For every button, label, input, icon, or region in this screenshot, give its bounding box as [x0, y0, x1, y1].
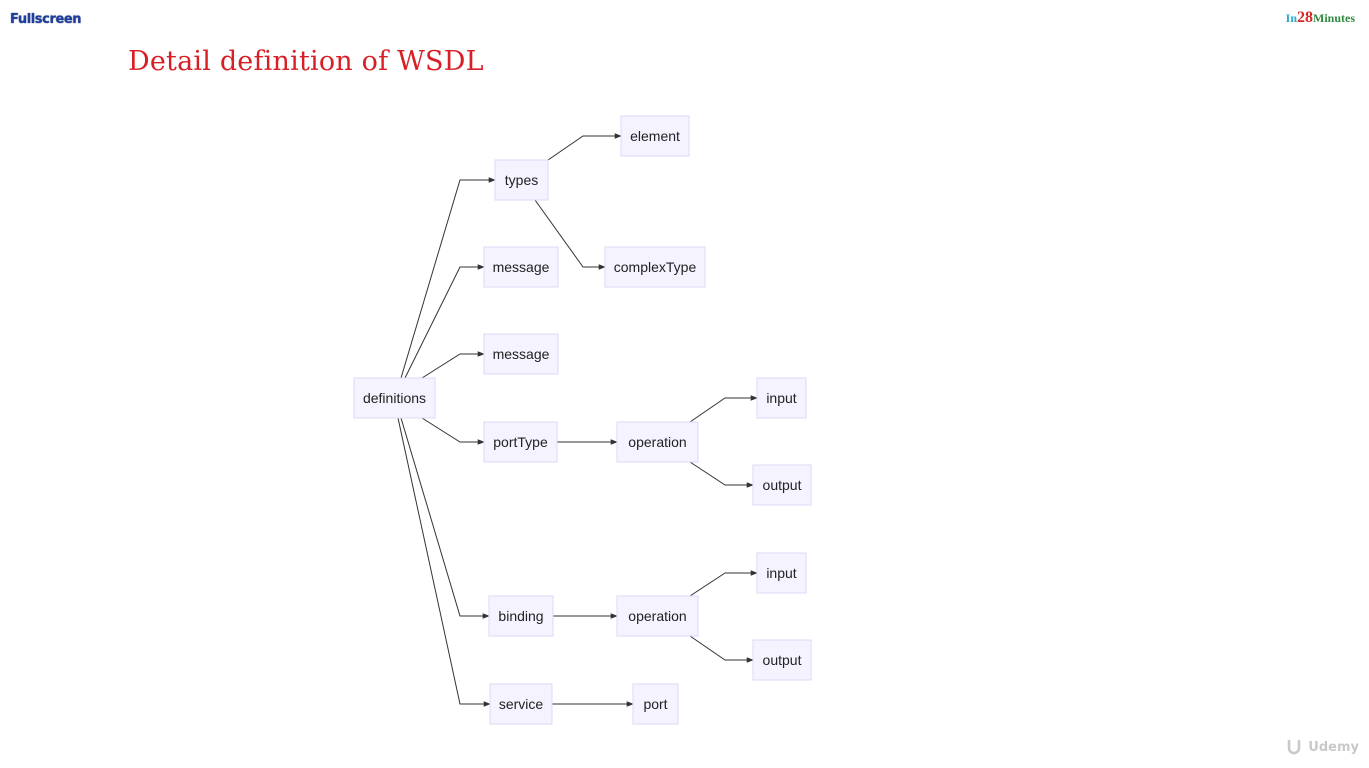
edge-types-to-element [547, 133, 622, 161]
edge-definitions-to-portType [421, 417, 485, 445]
node-box [483, 246, 559, 288]
diagram-edges [397, 133, 758, 707]
node-port: port [632, 683, 679, 725]
slide-title: Detail definition of WSDL [128, 46, 484, 77]
udemy-watermark: Udemy [1285, 738, 1359, 756]
node-operation2: operation [616, 595, 699, 637]
node-box [752, 464, 812, 506]
node-box [483, 421, 558, 463]
udemy-logo-icon [1287, 739, 1301, 755]
edge-definitions-to-message1 [404, 264, 485, 379]
fullscreen-button[interactable]: Fullscreen [10, 12, 82, 27]
node-definitions: definitions [353, 377, 436, 419]
node-label: message [493, 346, 550, 362]
node-label: complexType [614, 259, 697, 275]
node-label: input [766, 565, 796, 581]
node-box [620, 115, 690, 157]
brand-logo: In28Minutes [1286, 9, 1355, 27]
node-label: message [493, 259, 550, 275]
node-input2: input [756, 552, 807, 594]
brand-logo-prefix: In [1285, 11, 1297, 25]
node-box [604, 246, 706, 288]
node-box [616, 595, 699, 637]
node-box [489, 683, 553, 725]
node-complexType: complexType [604, 246, 706, 288]
node-label: service [499, 696, 544, 712]
edge-definitions-to-types [400, 177, 496, 379]
node-box [616, 421, 699, 463]
node-box [632, 683, 679, 725]
node-service: service [489, 683, 553, 725]
node-label: output [763, 652, 802, 668]
node-box [488, 595, 554, 637]
node-label: input [766, 390, 796, 406]
node-input1: input [756, 377, 807, 419]
edge-operation2-to-input2 [689, 570, 758, 597]
node-label: portType [493, 434, 548, 450]
node-box [494, 159, 549, 201]
node-output1: output [752, 464, 812, 506]
node-label: operation [628, 608, 686, 624]
node-portType: portType [483, 421, 558, 463]
node-output2: output [752, 639, 812, 681]
edge-operation1-to-output1 [689, 461, 754, 488]
edge-definitions-to-binding [400, 417, 490, 619]
node-box [353, 377, 436, 419]
node-element: element [620, 115, 690, 157]
edge-types-to-complexType [534, 199, 606, 270]
node-label: types [505, 172, 538, 188]
node-message2: message [483, 333, 559, 375]
brand-logo-number: 28 [1297, 9, 1313, 26]
node-box [752, 639, 812, 681]
node-box [483, 333, 559, 375]
edge-operation1-to-input1 [689, 395, 758, 423]
node-label: output [763, 477, 802, 493]
node-message1: message [483, 246, 559, 288]
node-box [756, 377, 807, 419]
node-label: operation [628, 434, 686, 450]
node-binding: binding [488, 595, 554, 637]
edge-definitions-to-message2 [421, 351, 485, 379]
node-label: binding [498, 608, 543, 624]
node-box [756, 552, 807, 594]
node-label: port [643, 696, 667, 712]
edge-operation2-to-output2 [689, 635, 754, 663]
node-label: definitions [363, 390, 426, 406]
node-label: element [630, 128, 680, 144]
node-types: types [494, 159, 549, 201]
brand-logo-suffix: Minutes [1313, 11, 1355, 25]
node-operation1: operation [616, 421, 699, 463]
edge-definitions-to-service [397, 417, 491, 707]
udemy-label: Udemy [1308, 739, 1359, 755]
diagram-nodes: definitions types element complexType messag… [353, 115, 812, 725]
